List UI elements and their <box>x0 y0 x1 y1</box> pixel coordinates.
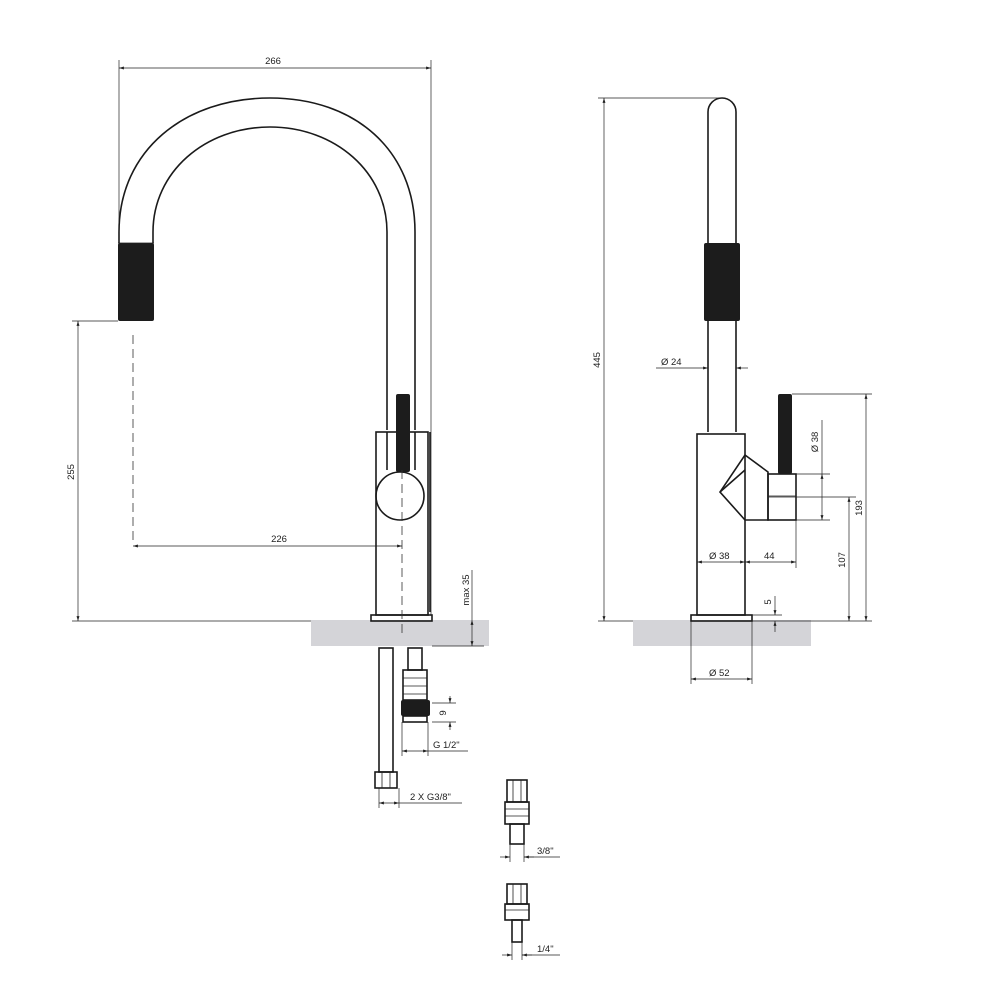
dim-label-107: 107 <box>837 552 848 568</box>
dim-label-193: 193 <box>854 500 865 516</box>
dim-label-226: 226 <box>271 534 287 545</box>
dim-label-handle-dia38: Ø 38 <box>810 432 821 453</box>
side-view: 445 Ø 24 Ø 38 Ø 38 44 107 193 5 <box>592 97 872 684</box>
front-threaded-stud <box>402 669 428 701</box>
side-body <box>696 433 746 616</box>
front-view: 266 255 226 max 35 9 G 1/2" 2 X G3/8" <box>66 56 489 808</box>
dim-label-445: 445 <box>592 352 603 368</box>
front-spout-inner <box>152 126 388 430</box>
front-hose-fitting <box>374 771 398 789</box>
dim-label-adapter-1-4: 1/4" <box>537 944 554 955</box>
dim-label-max35: max 35 <box>461 574 472 605</box>
dim-label-9: 9 <box>438 710 449 715</box>
dim-label-dia24: Ø 24 <box>661 357 682 368</box>
dim-label-g12: G 1/2" <box>433 740 460 751</box>
dim-label-dia52: Ø 52 <box>709 668 730 679</box>
dim-label-adapter-3-8: 3/8" <box>537 846 554 857</box>
adapter-1-4: 1/4" <box>502 883 560 960</box>
front-handle-hub <box>375 471 425 521</box>
front-spout-grip <box>118 243 154 321</box>
dim-label-2xg38: 2 X G3/8" <box>410 792 451 803</box>
front-countertop <box>311 620 489 646</box>
front-supply-hose-right <box>407 647 423 671</box>
front-supply-hose-left <box>378 647 394 773</box>
side-handle-wedge <box>718 453 769 521</box>
side-countertop <box>633 620 811 646</box>
dim-label-body-dia38: Ø 38 <box>709 551 730 562</box>
dim-label-5: 5 <box>763 599 774 604</box>
front-spout-outer <box>118 97 416 430</box>
adapter-3-8: 3/8" <box>500 779 560 862</box>
dim-label-44: 44 <box>764 551 775 562</box>
dim-label-255: 255 <box>66 464 77 480</box>
front-handle-lever <box>396 394 410 472</box>
front-mounting-nut <box>401 700 430 716</box>
dim-label-266: 266 <box>265 56 281 67</box>
side-handle-lever <box>778 394 792 474</box>
side-spout-grip <box>704 243 740 321</box>
